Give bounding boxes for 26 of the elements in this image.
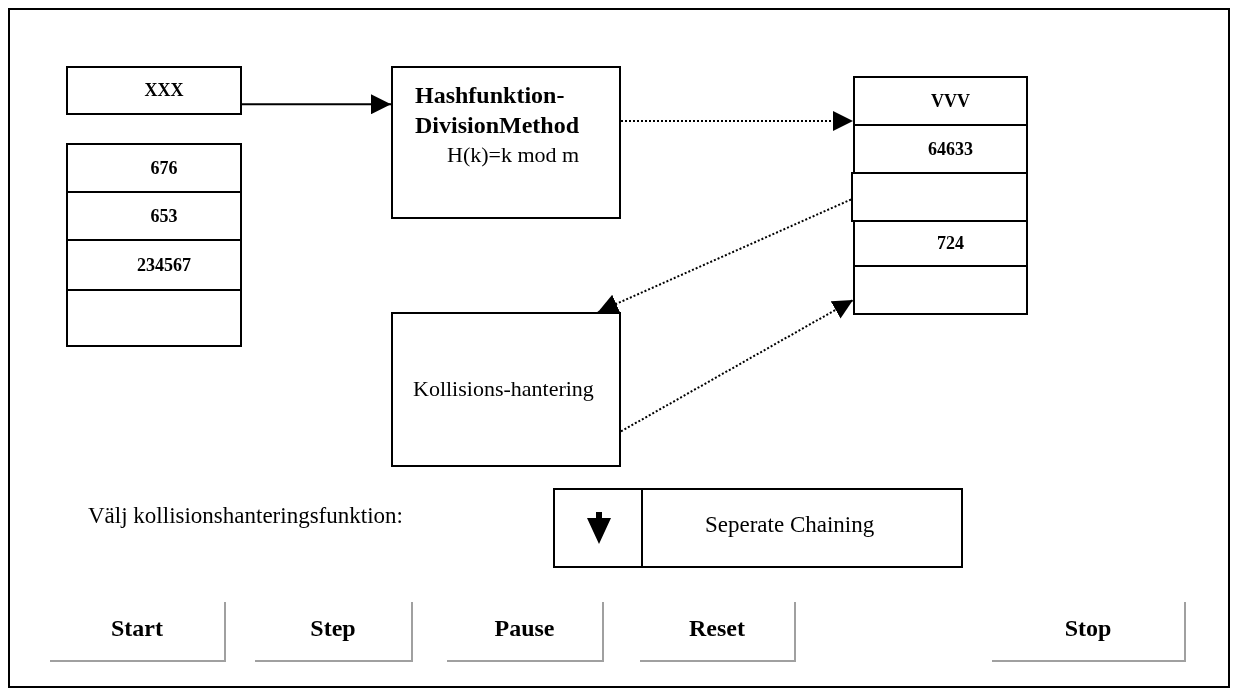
empty-table-cell (853, 265, 1028, 315)
table-cell: XXX (66, 66, 242, 115)
arrow (597, 198, 852, 313)
arrow (620, 299, 854, 433)
field-label: Välj kollisionshanteringsfunktion: (88, 503, 403, 529)
dropdown (553, 488, 963, 568)
process-box (391, 312, 621, 467)
table-cell: 64633 (853, 124, 1028, 174)
arrow (241, 94, 392, 115)
button: Start (50, 602, 226, 662)
empty-table-cell (851, 172, 1028, 222)
table-cell: 653 (66, 191, 242, 241)
button: Step (255, 602, 413, 662)
button: Stop (992, 602, 1186, 662)
table-cell: 234567 (66, 239, 242, 291)
button: Reset (640, 602, 796, 662)
table-cell: 676 (66, 143, 242, 193)
box-label: Kollisions-hantering (413, 376, 594, 402)
process-box (391, 66, 621, 219)
selected-option: Seperate Chaining (705, 512, 875, 538)
empty-table-cell (66, 289, 242, 347)
box-title: Hashfunktion-DivisionMethod (415, 81, 580, 140)
button: Pause (447, 602, 604, 662)
table-cell: 724 (853, 220, 1028, 267)
formula-text: H(k)=k mod m (447, 142, 580, 168)
table-cell: VVV (853, 76, 1028, 126)
